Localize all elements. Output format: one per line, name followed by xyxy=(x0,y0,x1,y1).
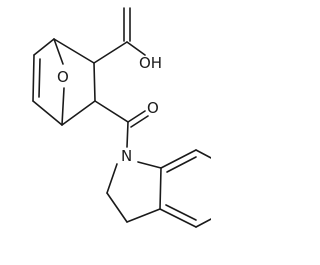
bond-c6-c5-double xyxy=(38,58,41,98)
bond-camide-n xyxy=(126,121,129,148)
bond-c7-c6 xyxy=(195,149,211,159)
carboxylic-acid-group xyxy=(93,7,146,64)
bond-c4-c5 xyxy=(195,218,211,228)
bond-o-bridge-c4 xyxy=(61,87,65,126)
bond-camide-o-2 xyxy=(130,115,149,128)
bond-c1-o-bridge xyxy=(53,38,64,65)
bond-c1-c6 xyxy=(33,38,55,56)
bond-c2-c3-indoline xyxy=(106,192,128,223)
amide-carbonyl-group xyxy=(94,100,149,148)
bond-c5-c4 xyxy=(32,100,63,126)
oxabicycloheptene-core xyxy=(32,38,96,126)
atom-label-indoline-nitrogen: N xyxy=(121,147,132,165)
bond-c7a-c3a xyxy=(159,167,162,210)
bond-c1-c2 xyxy=(53,38,95,64)
atom-label-hydroxyl: OH xyxy=(139,54,162,72)
bond-c3a-c4 xyxy=(159,208,197,228)
atom-label-carbonyl-oxygen: O xyxy=(147,99,159,117)
bond-n-c7a xyxy=(137,161,162,169)
bond-c2-c3 xyxy=(93,62,96,102)
atom-labels: O O OH N xyxy=(57,54,162,165)
bond-c7a-c7-inner xyxy=(166,156,197,173)
bond-n-c2-indoline xyxy=(106,163,118,194)
bond-c7a-c7 xyxy=(160,149,197,169)
bond-camide-o xyxy=(127,110,146,123)
bond-c2-ccooh xyxy=(93,41,128,64)
bond-c3-camide xyxy=(94,100,129,123)
bond-c6-c5 xyxy=(32,54,35,102)
indoline-ring xyxy=(106,149,211,228)
atom-label-bridge-oxygen: O xyxy=(57,68,69,86)
chemical-structure: O O OH N xyxy=(32,7,211,228)
bond-c3-c4 xyxy=(61,100,96,126)
bond-c3a-c4-inner xyxy=(165,204,197,221)
bond-ccooh-oh xyxy=(126,41,146,56)
bond-c3-c3a xyxy=(126,208,161,223)
